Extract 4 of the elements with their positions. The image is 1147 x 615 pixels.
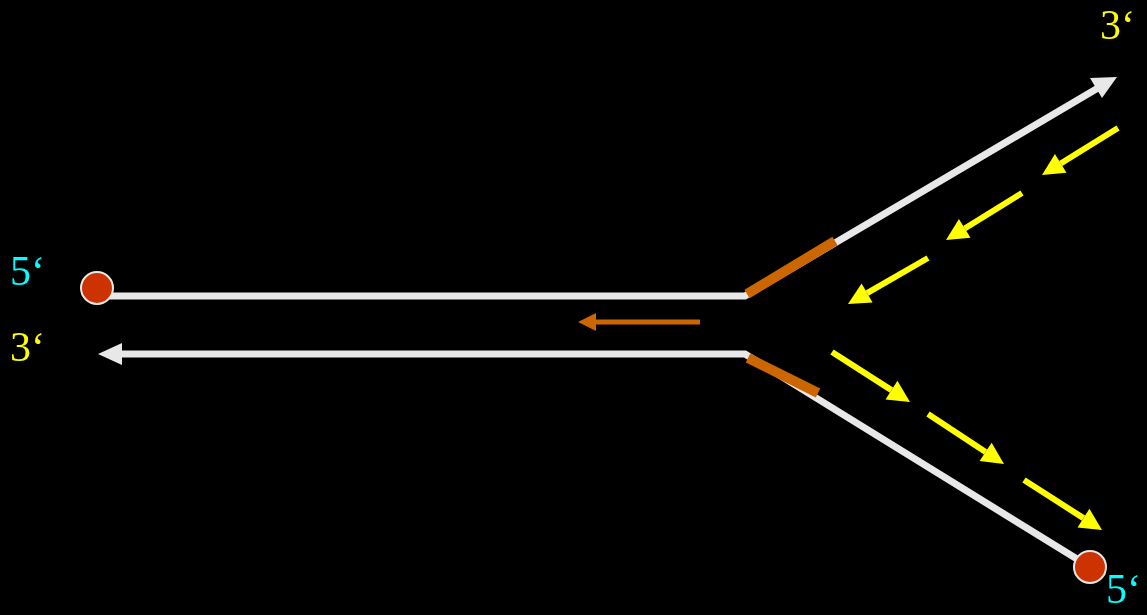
strand-end-label: 3‘ [10,326,45,368]
strand-end-label: 3‘ [1100,4,1135,46]
strand-end-label: 5‘ [10,250,45,292]
strand-end-label: 5‘ [1106,568,1141,610]
